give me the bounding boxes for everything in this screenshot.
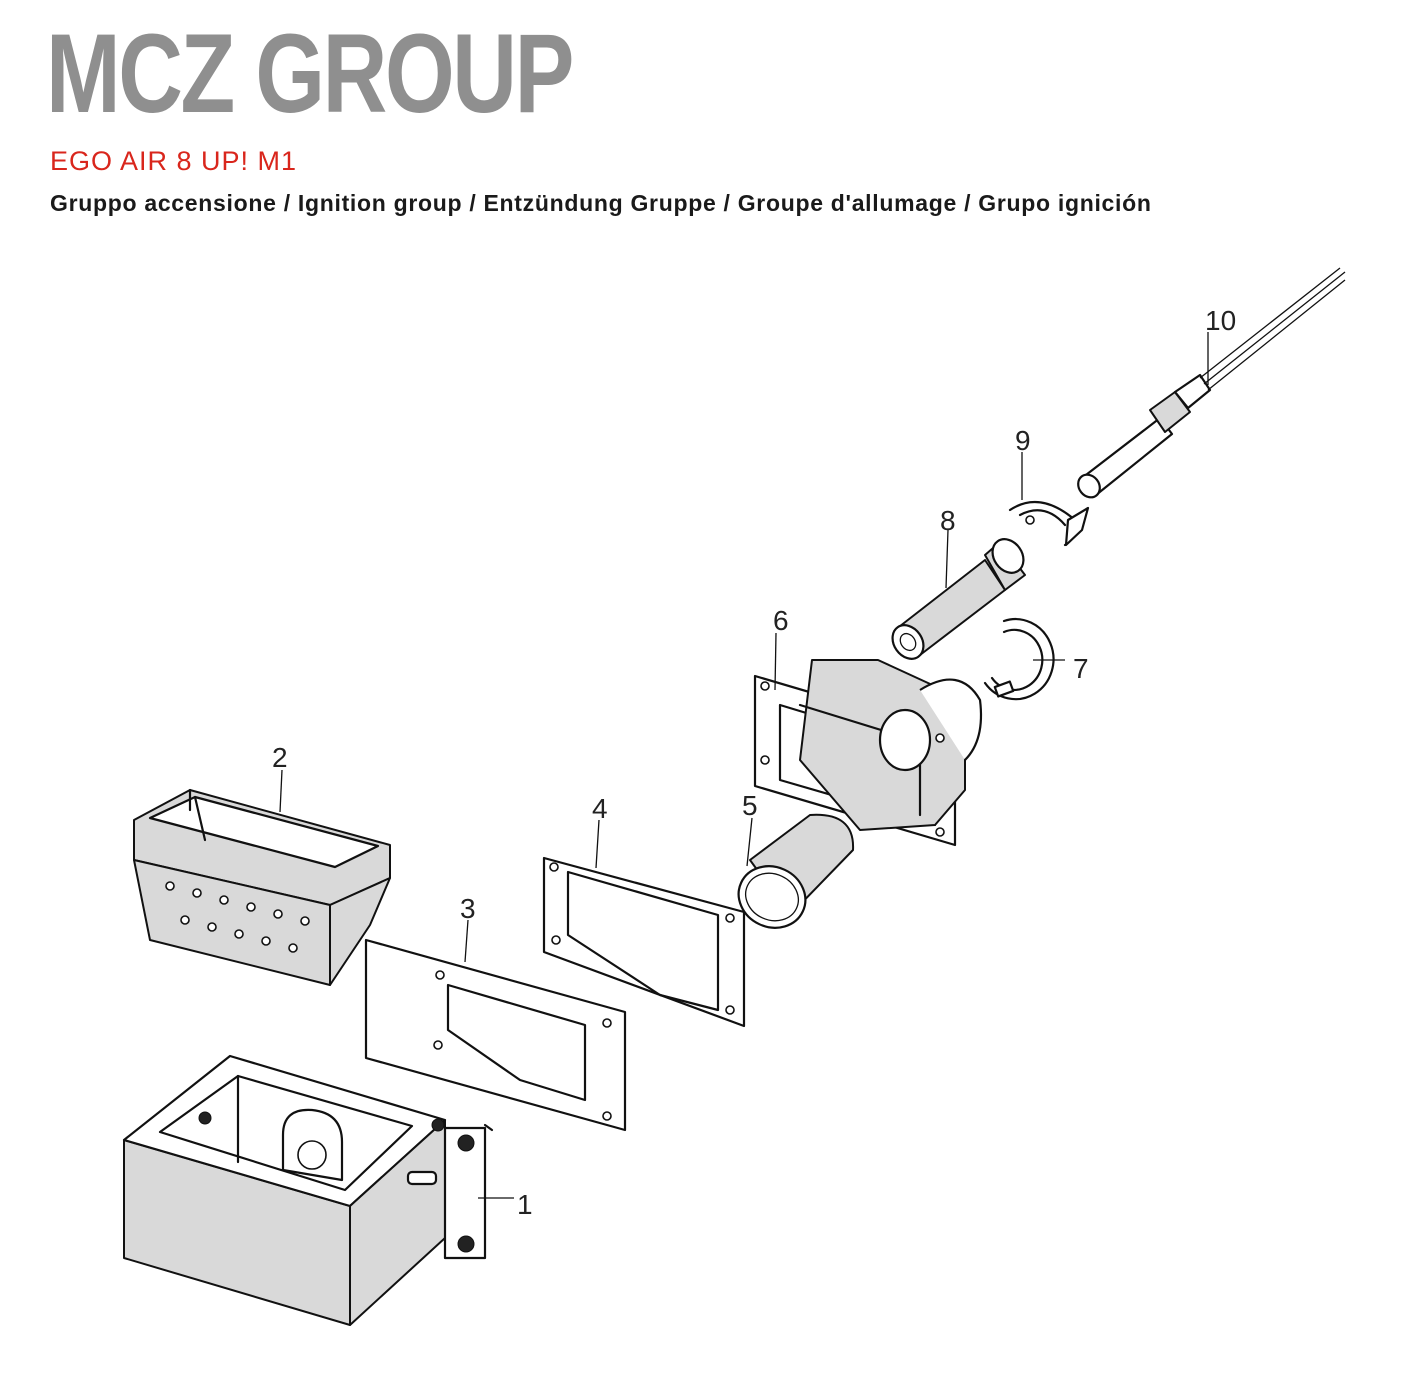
label-part-9: 9 bbox=[1015, 425, 1031, 456]
model-title: EGO AIR 8 UP! M1 bbox=[50, 146, 298, 176]
part-4-gasket bbox=[542, 856, 746, 1028]
part-8-resistor-tube bbox=[891, 538, 1026, 660]
part-number-labels: 1 2 3 4 5 6 7 8 9 10 bbox=[272, 305, 1236, 1220]
diagram-subtitle: Gruppo accensione / Ignition group / Ent… bbox=[50, 190, 1152, 216]
label-part-8: 8 bbox=[940, 505, 956, 536]
part-7-split-ring bbox=[983, 618, 1055, 701]
part-9-clamp bbox=[1008, 500, 1090, 547]
label-part-5: 5 bbox=[742, 790, 758, 821]
label-part-7: 7 bbox=[1073, 653, 1089, 684]
part-3-gasket-plate bbox=[364, 938, 627, 1132]
part-6-flange-housing bbox=[753, 659, 983, 847]
part-1-housing-box bbox=[122, 1054, 494, 1326]
part-2-brazier bbox=[133, 788, 391, 986]
label-part-3: 3 bbox=[460, 893, 476, 924]
label-part-2: 2 bbox=[272, 742, 288, 773]
leader-lines bbox=[279, 332, 1209, 1199]
part-10-cartridge-heater bbox=[1077, 267, 1346, 499]
label-part-1: 1 bbox=[517, 1189, 533, 1220]
label-part-10: 10 bbox=[1205, 305, 1236, 336]
brand-logo: MCZ GROUP bbox=[46, 11, 574, 136]
label-part-6: 6 bbox=[773, 605, 789, 636]
part-5-sleeve bbox=[737, 813, 855, 929]
label-part-4: 4 bbox=[592, 793, 608, 824]
